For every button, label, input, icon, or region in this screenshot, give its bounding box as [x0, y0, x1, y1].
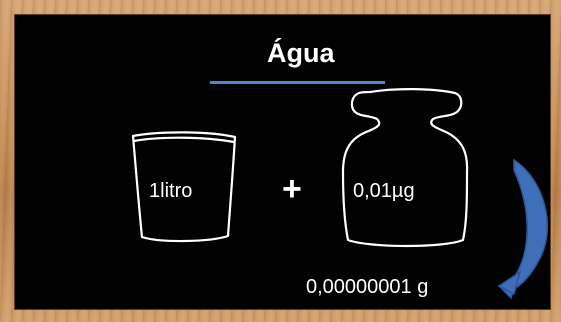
weight-icon — [341, 88, 469, 248]
page-title: Água — [267, 38, 335, 68]
cup-icon — [131, 131, 237, 243]
chalkboard — [14, 14, 551, 310]
weight-label: 0,01µg — [353, 180, 415, 202]
result-label: 0,00000001 g — [306, 276, 429, 298]
title-underline — [210, 81, 385, 84]
curved-arrow-icon — [497, 158, 548, 300]
cup-label: 1litro — [149, 180, 193, 202]
plus-sign: + — [282, 170, 302, 208]
